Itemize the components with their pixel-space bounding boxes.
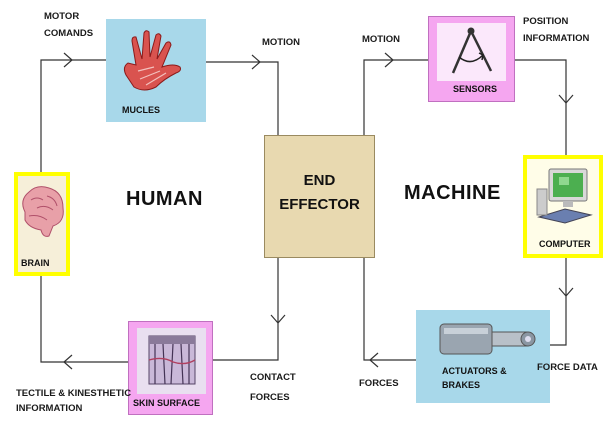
motion-right-label: MOTION (362, 34, 400, 45)
computer-label: COMPUTER (539, 239, 591, 249)
force-data-label: FORCE DATA (537, 362, 598, 373)
arrow-motion-right (384, 52, 394, 68)
position-info-line1: POSITION (523, 16, 569, 27)
region-human: HUMAN (126, 188, 203, 210)
actuators-label-line2: BRAKES (442, 380, 481, 390)
forces-label: FORCES (359, 378, 399, 389)
motor-commands-label: MOTOR COMANDS (44, 11, 93, 40)
arrow-motor-commands (63, 52, 73, 68)
arrow-motion-left (251, 54, 261, 70)
compass-sensor-icon (451, 27, 493, 74)
motor-commands-line1: MOTOR (44, 11, 80, 22)
brain-label: BRAIN (21, 258, 50, 268)
motion-left-label: MOTION (262, 37, 300, 48)
tactile-info-line2: INFORMATION (16, 403, 83, 414)
edge-skin-to-brain (40, 276, 128, 363)
sensors-box: SENSORS (428, 16, 515, 102)
motor-commands-line2: COMANDS (44, 28, 94, 39)
end-effector-label-line2: EFFECTOR (279, 196, 360, 213)
edge-actuators-to-effector (363, 258, 416, 361)
edge-computer-to-actuators (550, 258, 567, 346)
arrow-forces (369, 352, 379, 368)
muscles-label: MUCLES (122, 105, 160, 115)
actuators-label: ACTUATORS & BRAKES (442, 366, 507, 391)
edge-muscles-to-effector (206, 61, 279, 135)
arrow-contact-forces (270, 314, 286, 324)
arrow-position-info (558, 94, 574, 104)
end-effector-label-line1: END (303, 172, 336, 189)
end-effector-box: END EFFECTOR (264, 135, 375, 258)
skin-tissue-icon (148, 335, 196, 385)
skin-label: SKIN SURFACE (133, 398, 201, 408)
actuator-cylinder-icon (439, 323, 536, 355)
hand-muscle-icon (123, 30, 181, 91)
edge-effector-to-sensors (363, 59, 428, 135)
sensors-label: SENSORS (453, 84, 498, 94)
contact-forces-label: CONTACT FORCES (250, 372, 296, 404)
position-info-label: POSITION INFORMATION (523, 16, 589, 45)
position-info-line2: INFORMATION (523, 33, 590, 44)
muscles-box: MUCLES (106, 19, 206, 122)
tactile-info-label: TECTILE & KINESTHETIC INFORMATION (16, 388, 131, 415)
skin-box: SKIN SURFACE (128, 321, 213, 415)
tactile-info-line1: TECTILE & KINESTHETIC (16, 388, 132, 399)
actuators-box: ACTUATORS & BRAKES (416, 310, 550, 403)
brain-icon (22, 186, 64, 237)
brain-box: BRAIN (14, 172, 70, 276)
contact-forces-line2: FORCES (250, 392, 290, 403)
computer-box: COMPUTER (523, 155, 603, 258)
edge-brain-to-muscles (40, 59, 108, 172)
edge-effector-to-skin (213, 258, 279, 361)
arrow-tactile (63, 354, 73, 370)
computer-icon (536, 168, 593, 224)
region-machine: MACHINE (404, 182, 501, 204)
edge-sensors-to-computer (515, 59, 567, 155)
actuators-label-line1: ACTUATORS & (442, 366, 507, 376)
contact-forces-line1: CONTACT (250, 372, 296, 383)
arrow-force-data (558, 287, 574, 297)
